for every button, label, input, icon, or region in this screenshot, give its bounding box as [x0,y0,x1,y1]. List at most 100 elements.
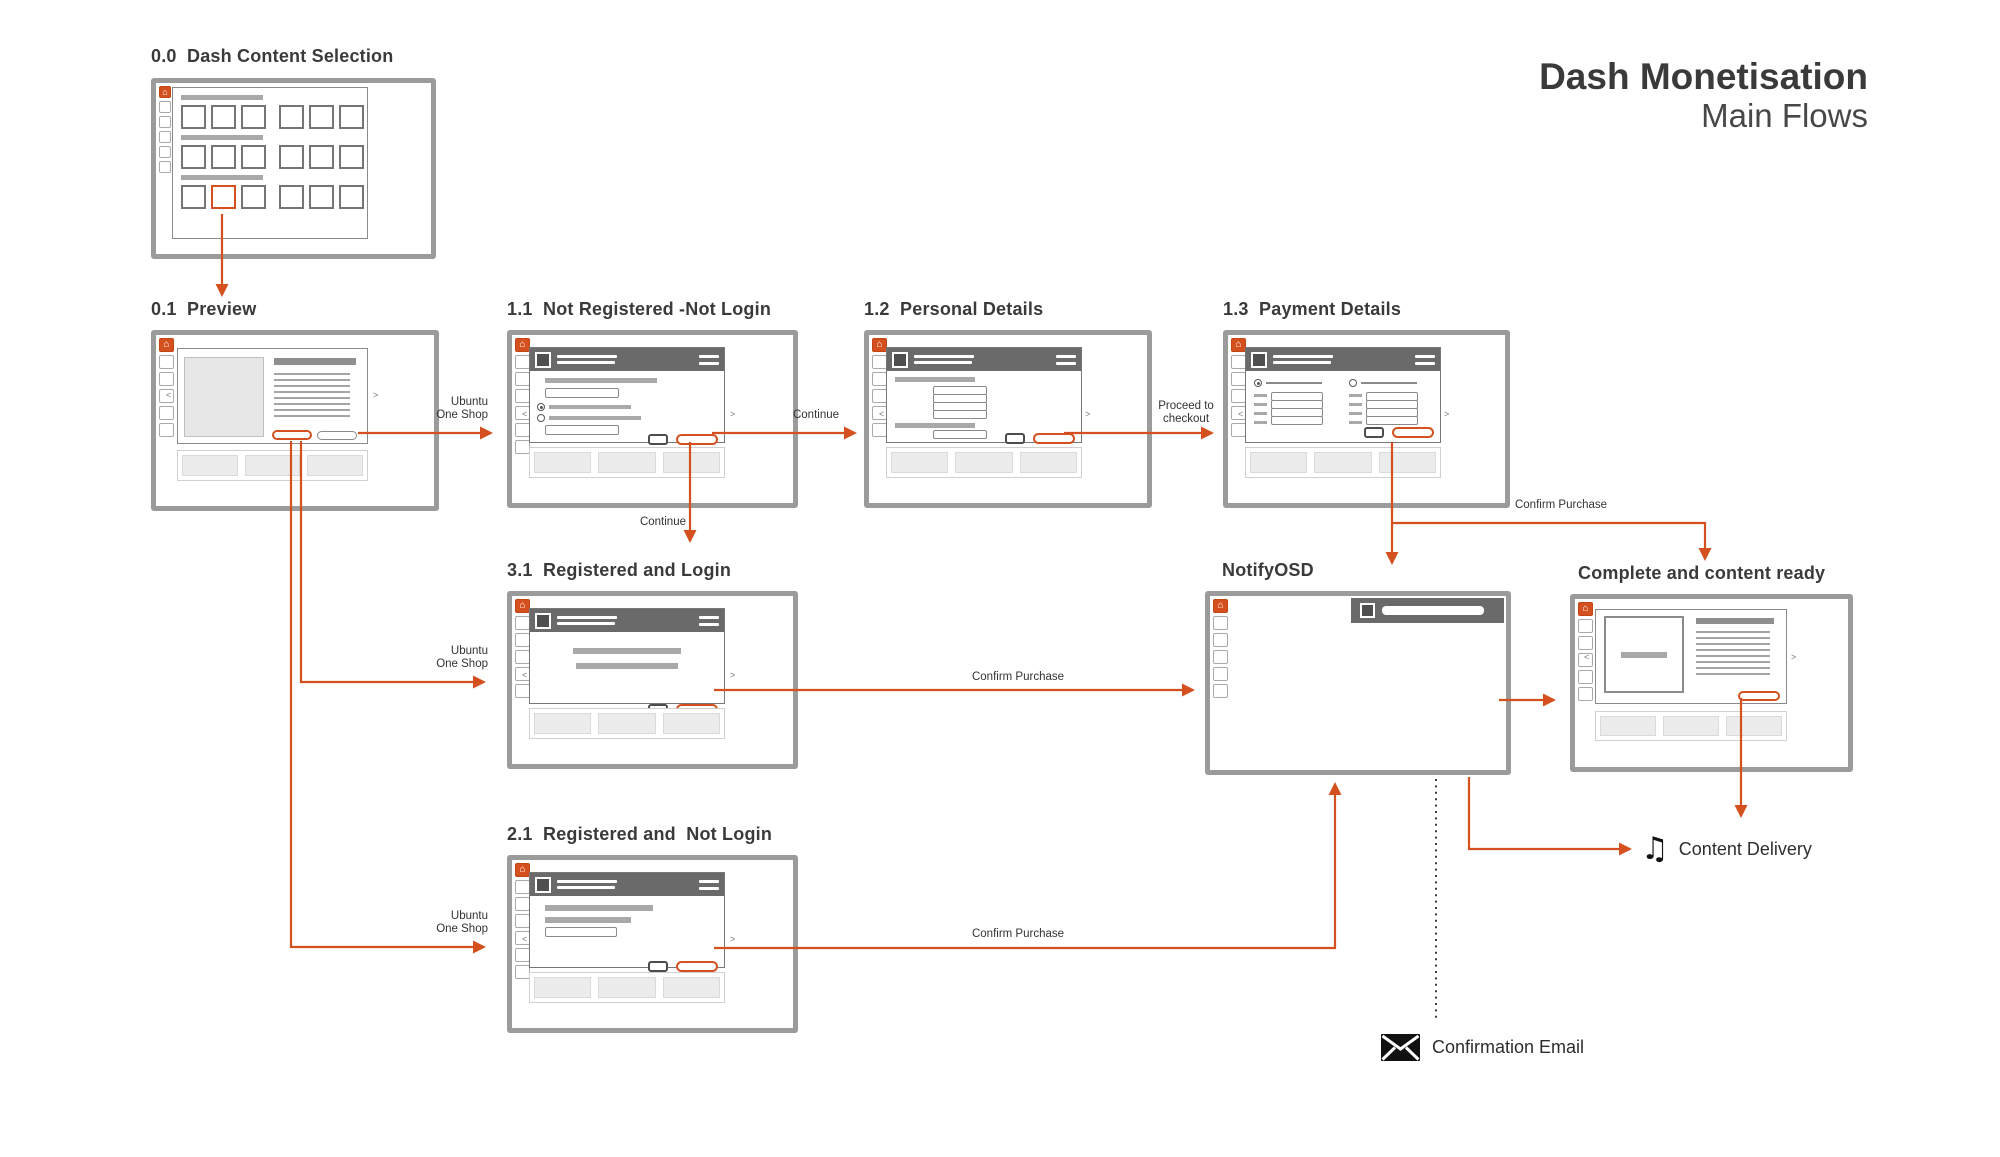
screen-notifyosd: ⌂ [1205,591,1511,775]
chevron-right-icon: > [730,670,736,680]
content-tile [279,105,304,129]
dialog-buttons [1364,427,1434,438]
message-text-bar [545,917,631,923]
launcher-item [515,914,530,928]
edge-label-ubuntu-one-shop: Ubuntu One Shop [436,645,488,670]
placeholder-item [891,452,949,473]
chevron-left-icon: < [1584,652,1590,662]
placeholder-item [1600,716,1656,736]
placeholder-item [598,713,656,734]
related-items-strip [529,447,725,478]
app-icon [535,612,551,629]
dialog-titlebar [530,348,724,371]
launcher-item [1213,633,1228,647]
dash-results-panel [172,87,368,239]
home-icon: ⌂ [1231,338,1246,352]
tile-row [181,145,367,169]
field-labels [1254,392,1267,425]
placeholder-item [662,713,720,734]
radio-label-bar [549,405,631,409]
notification-toast [1351,598,1504,623]
launcher-item [159,372,174,386]
edge-label-confirm-purchase: Confirm Purchase [971,671,1065,683]
node-title-2-1: 2.1 Registered and Not Login [507,824,773,844]
placeholder-item [244,455,301,476]
flow-preview-to-21 [289,441,486,954]
content-tile [339,105,364,129]
placeholder-item [598,452,656,473]
placeholder-item [307,455,364,476]
home-icon: ⌂ [515,863,530,877]
launcher-item [515,616,530,630]
mini-label-bar [1254,421,1267,424]
content-tile [339,185,364,209]
launcher-item [159,131,171,143]
screen-registered-login: ⌂ < > [507,591,798,769]
dialog-body [530,378,724,450]
text-field [933,430,987,439]
envelope-icon [1381,1034,1420,1061]
edge-label-continue: Continue [792,409,840,421]
confirm-purchase-dialog [529,608,725,715]
launcher-sidebar: ⌂ [1213,599,1228,698]
chevron-right-icon: > [373,390,379,400]
item-title-bar [1696,618,1774,624]
open-button-highlighted [1738,691,1780,701]
content-progress-bar [1621,651,1667,658]
home-icon: ⌂ [159,338,174,352]
item-text-lines [1696,631,1770,677]
home-glyph: ⌂ [1217,600,1224,611]
home-glyph: ⌂ [162,87,168,97]
mini-label-bar [1254,412,1267,415]
placeholder-item [662,452,720,473]
mini-label-bar [1254,394,1267,397]
home-icon: ⌂ [515,338,530,352]
home-icon: ⌂ [159,86,171,98]
form-group [1254,392,1323,425]
related-items-strip [529,708,725,739]
chevron-left-icon: < [1238,409,1244,419]
launcher-item [159,101,171,113]
content-tile [309,105,334,129]
node-title-1-3: 1.3 Payment Details [1223,299,1402,319]
home-icon: ⌂ [872,338,887,352]
placeholder-item [1663,716,1719,736]
chevron-left-icon: < [879,409,885,419]
signup-dialog [529,347,725,445]
message-text-bar [576,663,678,669]
cancel-button [1364,427,1384,438]
app-icon [535,876,551,893]
launcher-item [1578,670,1593,684]
mini-label-bar [1349,394,1362,397]
launcher-item [515,423,530,437]
message-text-bar [573,648,681,654]
screen-dash-content-selection: ⌂ [151,78,436,259]
edge-label-confirm-purchase: Confirm Purchase [1514,499,1608,511]
placeholder-item [534,452,592,473]
radio-label-line [1361,382,1417,384]
app-icon [1251,351,1267,368]
home-icon: ⌂ [1578,602,1593,616]
mini-label-bar [1254,403,1267,406]
launcher-sidebar: ⌂ [159,86,171,173]
node-title-3-1: 3.1 Registered and Login [507,560,732,580]
dialog-titlebar [1246,348,1440,371]
content-tile-selected [211,185,236,209]
mini-label-bar [1349,421,1362,424]
chevron-right-icon: > [1085,409,1091,419]
launcher-item [159,389,174,403]
field-labels [1349,392,1362,425]
placeholder-item [1019,452,1077,473]
launcher-item [515,633,530,647]
chevron-right-icon: > [1444,409,1450,419]
personal-details-dialog [886,347,1082,444]
confirm-button-highlighted [1392,427,1434,438]
placeholder-item [1726,716,1782,736]
launcher-item [1213,616,1228,630]
node-title-0-0: 0.0 Dash Content Selection [151,46,394,66]
related-items-strip [1595,711,1787,741]
launcher-sidebar: ⌂ [1578,602,1593,701]
launcher-item [159,116,171,128]
radio-selected-icon [537,403,545,411]
launcher-item [515,372,530,386]
